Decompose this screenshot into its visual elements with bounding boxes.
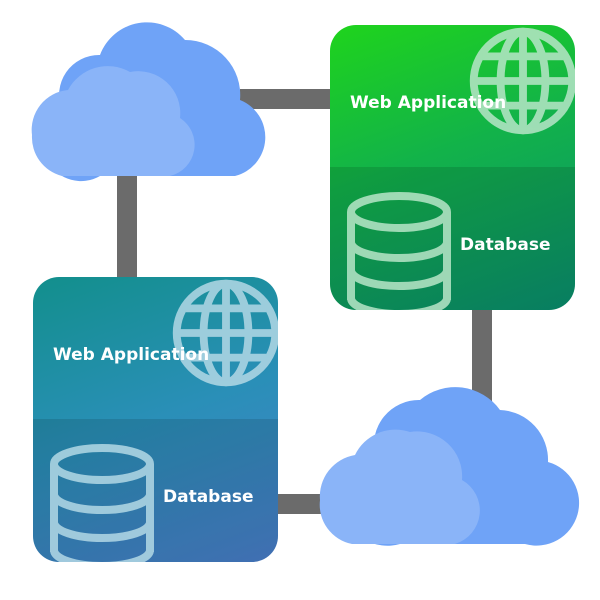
bottom-server-card: Web Application Database xyxy=(33,277,278,562)
connector-right xyxy=(472,305,492,415)
database-icon xyxy=(347,192,451,310)
database-label: Database xyxy=(460,235,551,255)
cloud-icon xyxy=(31,22,266,182)
connector-top xyxy=(240,89,335,109)
database-label: Database xyxy=(163,487,254,507)
connector-bottom xyxy=(272,494,332,514)
top-server-card: Web Application Database xyxy=(330,25,575,310)
connector-left xyxy=(117,170,137,282)
database-icon xyxy=(50,444,154,562)
globe-icon xyxy=(469,27,575,135)
globe-icon xyxy=(172,279,278,387)
web-application-label: Web Application xyxy=(53,345,210,365)
cloud-icon xyxy=(319,387,580,546)
web-application-label: Web Application xyxy=(350,93,507,113)
